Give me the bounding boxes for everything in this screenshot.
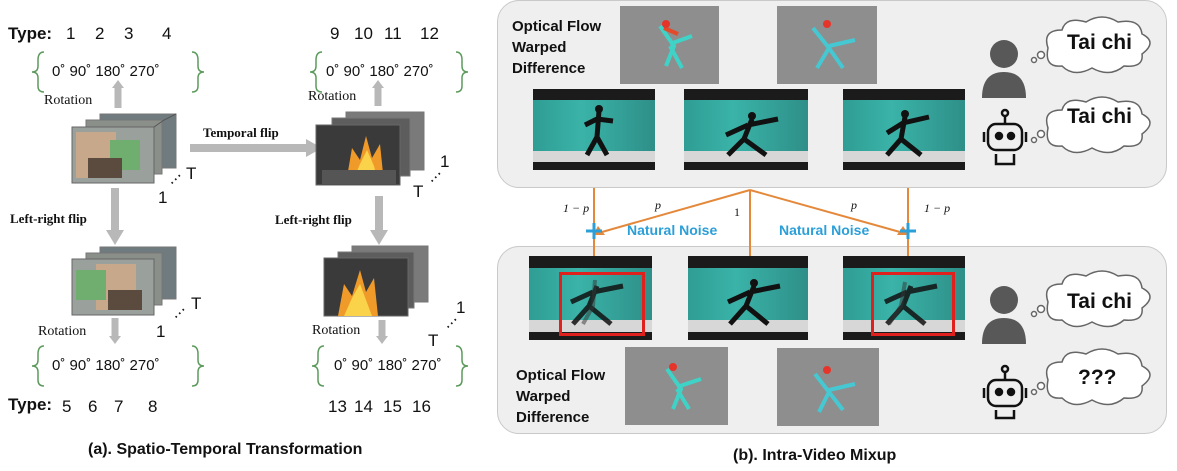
weight-label: p bbox=[851, 198, 857, 212]
type-number: 16 bbox=[412, 397, 431, 416]
axis-t: T bbox=[413, 182, 424, 201]
optical-flow-line: Warped bbox=[516, 388, 571, 405]
weight-label: 1 − p bbox=[924, 201, 951, 215]
speech-cloud bbox=[1045, 16, 1151, 74]
user-icon bbox=[990, 286, 1018, 314]
left-arrows bbox=[31, 51, 469, 387]
temporal-flip-label: Temporal flip bbox=[203, 125, 279, 140]
type-number: 3 bbox=[124, 24, 134, 43]
left-right-flip-label: Left-right flip bbox=[10, 211, 87, 226]
natural-noise-label: Natural Noise bbox=[627, 222, 718, 238]
mixup-arrows bbox=[586, 188, 916, 266]
type-number: 5 bbox=[62, 397, 72, 416]
rotation-label: Rotation bbox=[308, 89, 357, 104]
optical-flow-line: Difference bbox=[516, 409, 590, 426]
axis-one: 1 bbox=[456, 298, 466, 317]
optical-flow-label-bottom: Optical Flow Warped Difference bbox=[516, 365, 605, 428]
caption-a: (a). Spatio-Temporal Transformation bbox=[88, 441, 363, 458]
bracket-tl-right bbox=[191, 51, 205, 93]
highlight-box bbox=[559, 272, 645, 336]
top-avatars bbox=[982, 16, 1151, 166]
cloud-label-robot-top: Tai chi bbox=[1067, 105, 1132, 128]
weight-label: 1 − p bbox=[563, 201, 590, 215]
caption-b: (b). Intra-Video Mixup bbox=[733, 447, 897, 464]
type-number: 14 bbox=[354, 397, 373, 416]
robot-icon bbox=[982, 364, 1028, 420]
highlight-box bbox=[871, 272, 955, 336]
optical-flow-line: Warped bbox=[512, 39, 567, 56]
bottom-avatars bbox=[982, 270, 1151, 420]
rotation-label: Rotation bbox=[38, 324, 87, 339]
robot-icon bbox=[982, 108, 1028, 166]
optical-flow-line: Optical Flow bbox=[512, 18, 602, 35]
left-right-flip-label: Left-right flip bbox=[275, 212, 352, 227]
type-number: 4 bbox=[162, 24, 172, 43]
axis-t: T bbox=[186, 164, 197, 183]
type-label-top: Type: bbox=[8, 24, 53, 43]
weight-label: 1 bbox=[734, 205, 740, 219]
optical-flow-image bbox=[625, 347, 728, 425]
bracket-tl-left bbox=[31, 51, 45, 93]
video-stack-top-left bbox=[71, 113, 177, 184]
type-label-bottom: Type: bbox=[8, 395, 53, 414]
optical-flow-image bbox=[777, 348, 879, 426]
axis-t: T bbox=[428, 331, 439, 350]
video-stack-bottom-right bbox=[323, 245, 429, 317]
axis-one: 1 bbox=[440, 152, 450, 171]
type-number: 2 bbox=[95, 24, 105, 43]
video-frame-mixed bbox=[529, 256, 652, 340]
noise-plus bbox=[586, 223, 916, 239]
type-number: 15 bbox=[383, 397, 402, 416]
optical-flow-label-top: Optical Flow Warped Difference bbox=[512, 16, 601, 79]
rotation-angles: 0˚ 90˚ 180˚ 270˚ bbox=[326, 63, 434, 80]
type-number: 11 bbox=[384, 24, 402, 43]
optical-flow-image bbox=[620, 6, 719, 84]
type-number: 9 bbox=[330, 24, 340, 43]
video-frame bbox=[533, 89, 655, 170]
optical-flow-image bbox=[777, 6, 877, 84]
type-number: 8 bbox=[148, 397, 158, 416]
video-frame-mixed bbox=[843, 256, 965, 340]
video-frame bbox=[684, 89, 808, 170]
rotation-label: Rotation bbox=[312, 323, 361, 338]
type-number: 6 bbox=[88, 397, 98, 416]
weight-label: p bbox=[655, 198, 661, 212]
rotation-angles: 0˚ 90˚ 180˚ 270˚ bbox=[334, 357, 442, 374]
speech-cloud bbox=[1045, 270, 1151, 328]
user-icon bbox=[990, 40, 1018, 68]
cloud-label-user-bottom: Tai chi bbox=[1067, 290, 1132, 313]
type-number: 12 bbox=[420, 24, 439, 43]
type-number: 10 bbox=[354, 24, 373, 43]
type-number: 13 bbox=[328, 397, 347, 416]
rotation-label: Rotation bbox=[44, 93, 93, 108]
axis-one: 1 bbox=[156, 322, 166, 341]
rotation-angles: 0˚ 90˚ 180˚ 270˚ bbox=[52, 357, 160, 374]
video-stack-bottom-left bbox=[71, 246, 177, 316]
cloud-label-user-top: Tai chi bbox=[1067, 31, 1132, 54]
speech-cloud bbox=[1045, 96, 1151, 154]
optical-flow-line: Difference bbox=[512, 60, 586, 77]
video-frame bbox=[843, 89, 965, 170]
axis-one: 1 bbox=[158, 188, 168, 207]
natural-noise-label: Natural Noise bbox=[779, 222, 870, 238]
video-frame bbox=[688, 256, 808, 340]
optical-flow-line: Optical Flow bbox=[516, 367, 606, 384]
type-number: 7 bbox=[114, 397, 124, 416]
axis-t: T bbox=[191, 294, 202, 313]
cloud-label-robot-bottom: ??? bbox=[1078, 366, 1117, 389]
speech-cloud bbox=[1045, 348, 1151, 406]
rotation-angles: 0˚ 90˚ 180˚ 270˚ bbox=[52, 63, 160, 80]
type-number: 1 bbox=[66, 24, 76, 43]
video-stack-top-right bbox=[315, 111, 425, 186]
